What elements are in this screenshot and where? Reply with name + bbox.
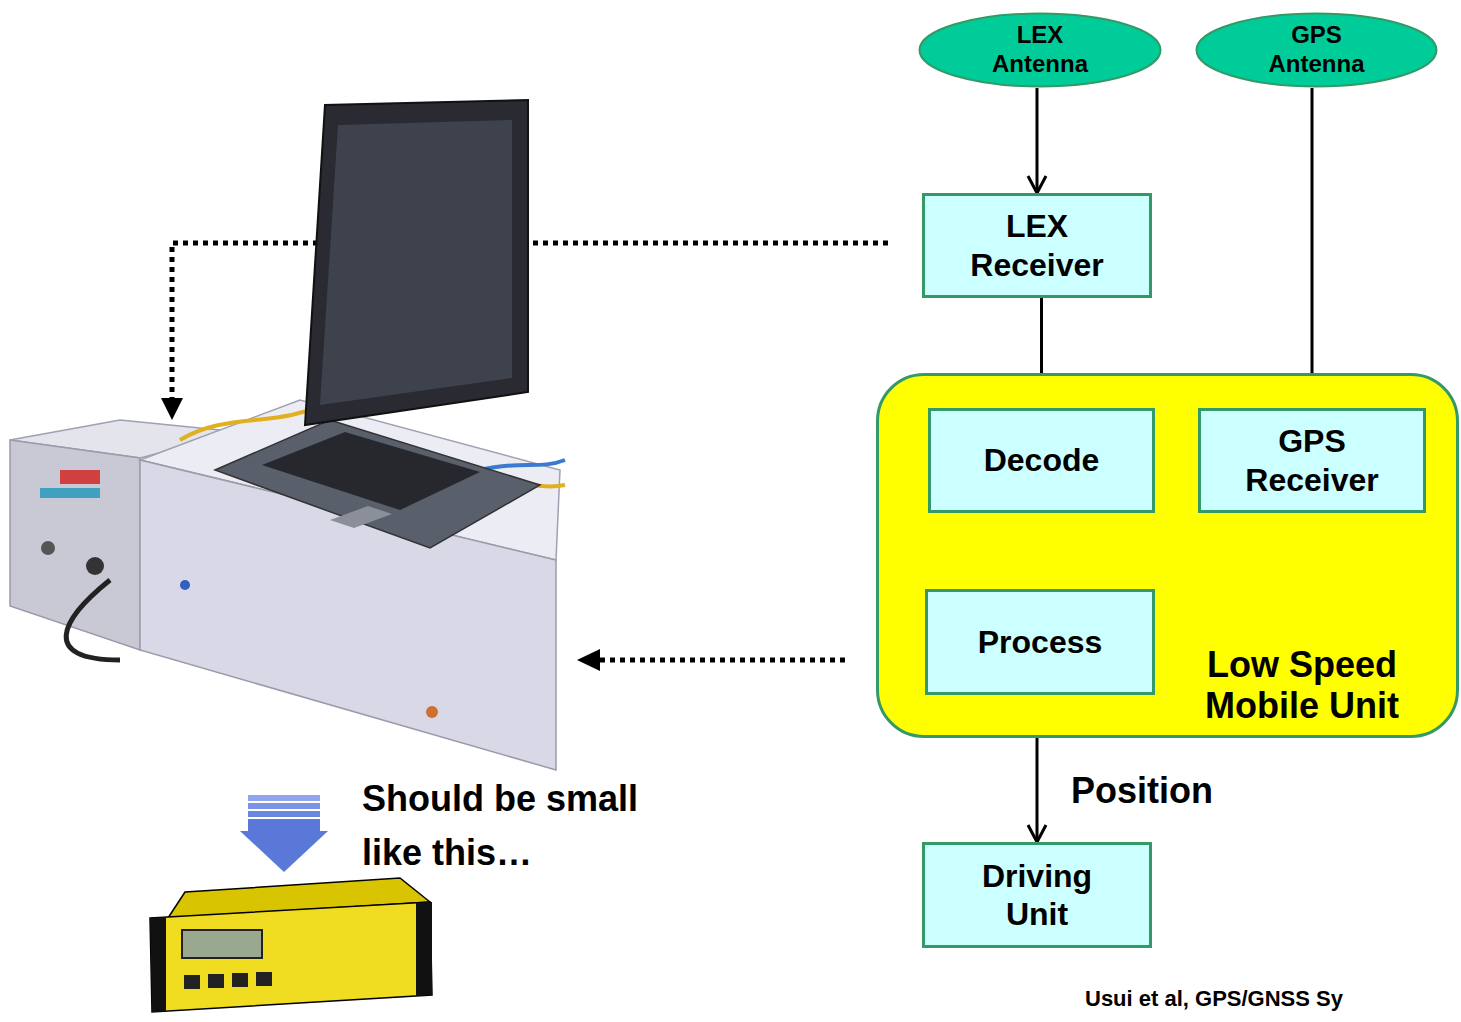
ellipse-shape xyxy=(920,14,1161,87)
node-label: GPS Receiver xyxy=(1227,422,1397,499)
small-box-button xyxy=(232,973,248,987)
laptop-touchpad xyxy=(330,506,392,528)
connector xyxy=(86,557,104,575)
unit-band: Low Speed Mobile Unit Decode GPS ReceiverP… xyxy=(876,373,1459,738)
small-box-cap xyxy=(416,902,432,996)
small-box-display xyxy=(182,930,262,958)
cable xyxy=(66,580,120,660)
note-text: Should be small like this… xyxy=(362,772,702,880)
process-box: GPS Receiver xyxy=(1198,408,1426,513)
connector-arrow xyxy=(1311,88,1314,408)
ellipse-shape xyxy=(1197,14,1437,87)
arrow-stripe xyxy=(248,819,320,831)
arrow-stripe xyxy=(248,795,320,801)
cable xyxy=(480,460,565,470)
led xyxy=(180,580,190,590)
laptop-screen xyxy=(320,120,512,405)
sticker xyxy=(60,470,100,484)
connector-arrow xyxy=(1036,88,1039,193)
node-label: GPS Antenna xyxy=(1252,21,1382,79)
laptop-base xyxy=(215,420,540,548)
node-label: LEX Receiver xyxy=(952,207,1122,284)
arrow-stripe xyxy=(248,811,320,817)
process-box: Driving Unit xyxy=(922,842,1152,948)
node-label: LEX Antenna xyxy=(975,21,1105,79)
process-box: Decode xyxy=(928,408,1155,513)
node-label: Process xyxy=(978,623,1103,661)
dotted-pointer xyxy=(600,658,845,663)
citation-text: Usui et al, GPS/GNSS Sy xyxy=(1085,986,1445,1012)
antenna-ellipse: GPS Antenna xyxy=(1195,12,1438,88)
small-box-front xyxy=(150,902,432,1012)
pointer-head xyxy=(577,649,600,671)
small-box-button xyxy=(256,972,272,986)
small-box-button xyxy=(208,974,224,988)
dotted-pointer xyxy=(172,243,888,398)
small-box-cap xyxy=(150,917,166,1012)
arrow-stripe xyxy=(248,803,320,809)
arrow-head xyxy=(240,831,328,872)
laptop-lid xyxy=(305,100,528,425)
antenna-ellipse: LEX Antenna xyxy=(918,12,1162,88)
node-label: Driving Unit xyxy=(952,857,1122,934)
edge-label: Position xyxy=(1071,769,1213,812)
pointer-head xyxy=(161,398,183,420)
small-box-button xyxy=(184,975,200,989)
sticker xyxy=(40,488,100,498)
process-box: LEX Receiver xyxy=(922,193,1152,298)
process-box: Process xyxy=(925,589,1155,695)
laptop-keyboard xyxy=(262,432,480,510)
knob xyxy=(41,541,55,555)
unit-title: Low Speed Mobile Unit xyxy=(1177,644,1427,727)
screw xyxy=(426,706,438,718)
node-label: Decode xyxy=(984,441,1100,479)
